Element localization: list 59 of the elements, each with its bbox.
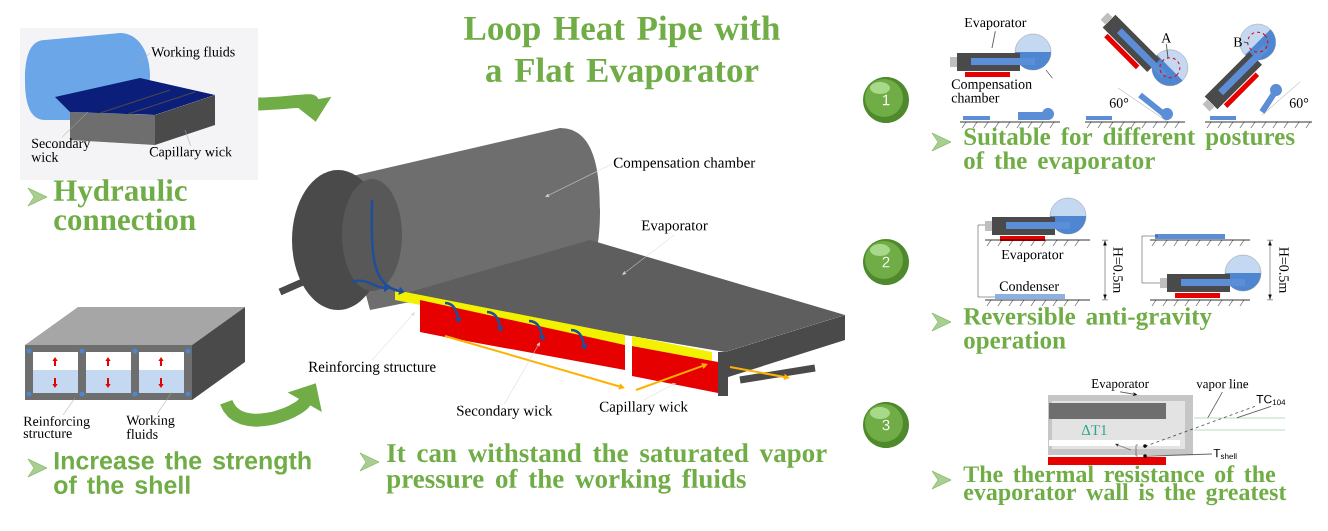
leader-line (643, 383, 676, 401)
angle-label: 60° (1289, 98, 1309, 108)
part-label: Evaporator (964, 17, 1027, 31)
leader-line (156, 391, 173, 415)
part-label: Reinforcing structure (308, 361, 436, 375)
angle-label: 60° (1109, 98, 1129, 108)
part-label: TC$_{104}$ (1256, 394, 1286, 406)
feature-text: Reversible anti-gravity operation (931, 307, 1212, 354)
leader-line (1145, 453, 1213, 457)
evaporator-drawing (278, 128, 845, 396)
leader-line (1236, 406, 1272, 419)
feature-text: Increase the strength of the shell (27, 451, 311, 494)
leader-line (1145, 406, 1256, 447)
part-label: ΔT1 (1081, 425, 1107, 435)
number-ball: 3 (863, 402, 909, 448)
part-label: Reinforcing structure (23, 416, 90, 438)
part-label: Working fluids (126, 415, 175, 439)
part-label: Capillary wick (599, 401, 688, 415)
part-label: Compensation chamber (951, 79, 1032, 103)
part-label: Condenser (999, 281, 1059, 291)
feature-text: The thermal resistance of the evaporator wall is the greatest (931, 465, 1287, 506)
thermal-drawing (1048, 395, 1193, 465)
part-label: A (1161, 33, 1172, 43)
leader-line (622, 234, 675, 275)
feature-text: Suitable for different postures of the evaporator (931, 127, 1295, 175)
feature-text: It can withstand the saturated vapor pressure of the working fluids (359, 443, 827, 494)
pipe-drawing (1193, 417, 1286, 431)
part-label: vapor line (1196, 379, 1249, 391)
part-label: Capillary wick (149, 146, 233, 160)
leader-line (136, 52, 151, 65)
leader-line (1165, 43, 1169, 59)
part-label: Evaporator (1001, 249, 1064, 263)
part-label: Secondary wick (457, 405, 553, 419)
wick-drawing (20, 28, 258, 180)
number-ball: 1 (863, 77, 909, 123)
leader-line (1119, 391, 1137, 396)
part-label: Evaporator (641, 220, 708, 234)
part-label: Secondary wick (31, 138, 91, 162)
posture-drawing (950, 12, 1313, 129)
title: Loop Heat Pipe with a Flat Evaporator (464, 15, 780, 90)
part-label: Working fluids (151, 46, 235, 60)
number-ball: 2 (863, 239, 909, 285)
leader-line (62, 397, 76, 416)
part-label: Evaporator (1091, 379, 1149, 391)
leader-line (61, 111, 89, 138)
leader-line (371, 312, 415, 361)
dimension-label: H=0.5m (1113, 247, 1123, 293)
feature-text: Hydraulic connection (27, 179, 196, 231)
leader-line (1243, 41, 1249, 44)
part-label: T$_{shell}$ (1213, 448, 1237, 460)
gravity-drawing (977, 197, 1274, 307)
leader-line (1045, 69, 1053, 79)
leader-line (504, 342, 540, 405)
leader-line (1207, 391, 1223, 419)
leader-line (991, 31, 996, 49)
leader-line (184, 129, 191, 146)
shell-drawing (25, 307, 245, 400)
part-label: Compensation chamber (613, 157, 756, 171)
part-label: B (1233, 37, 1242, 47)
